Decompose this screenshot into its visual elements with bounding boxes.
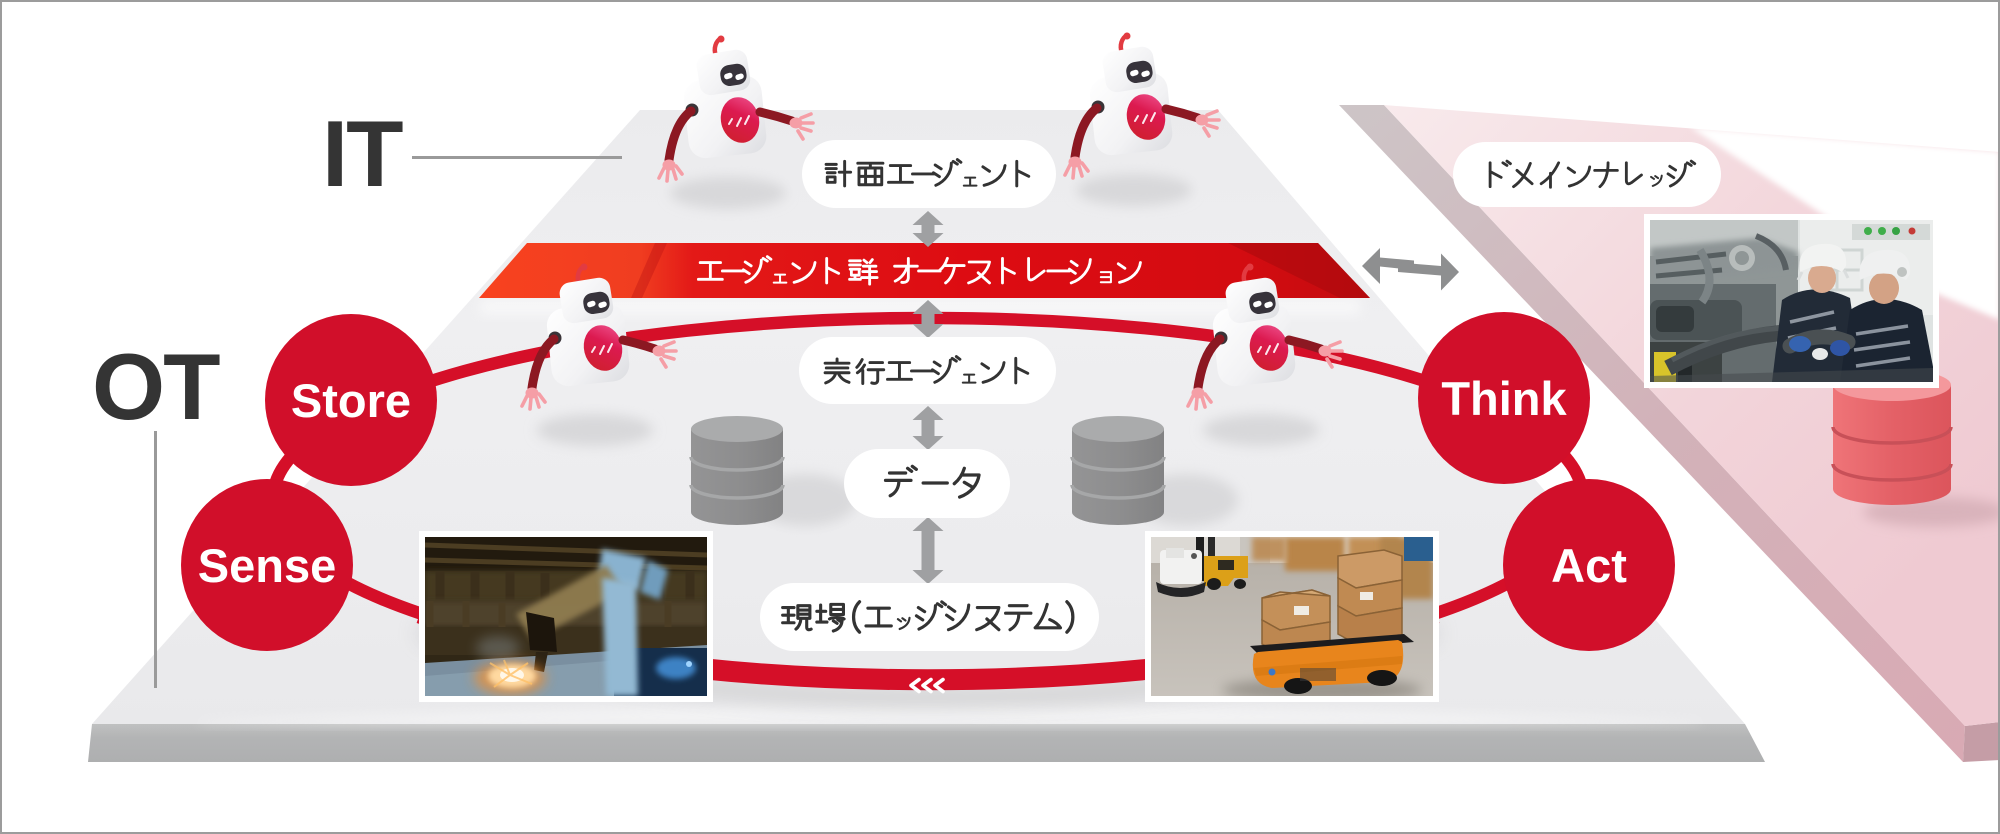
- svg-text:Sense: Sense: [198, 539, 336, 592]
- svg-text:OT: OT: [92, 334, 220, 439]
- svg-text:IT: IT: [322, 101, 403, 206]
- svg-text:Store: Store: [291, 374, 411, 427]
- svg-text:Think: Think: [1441, 372, 1567, 425]
- svg-text:Act: Act: [1551, 539, 1627, 592]
